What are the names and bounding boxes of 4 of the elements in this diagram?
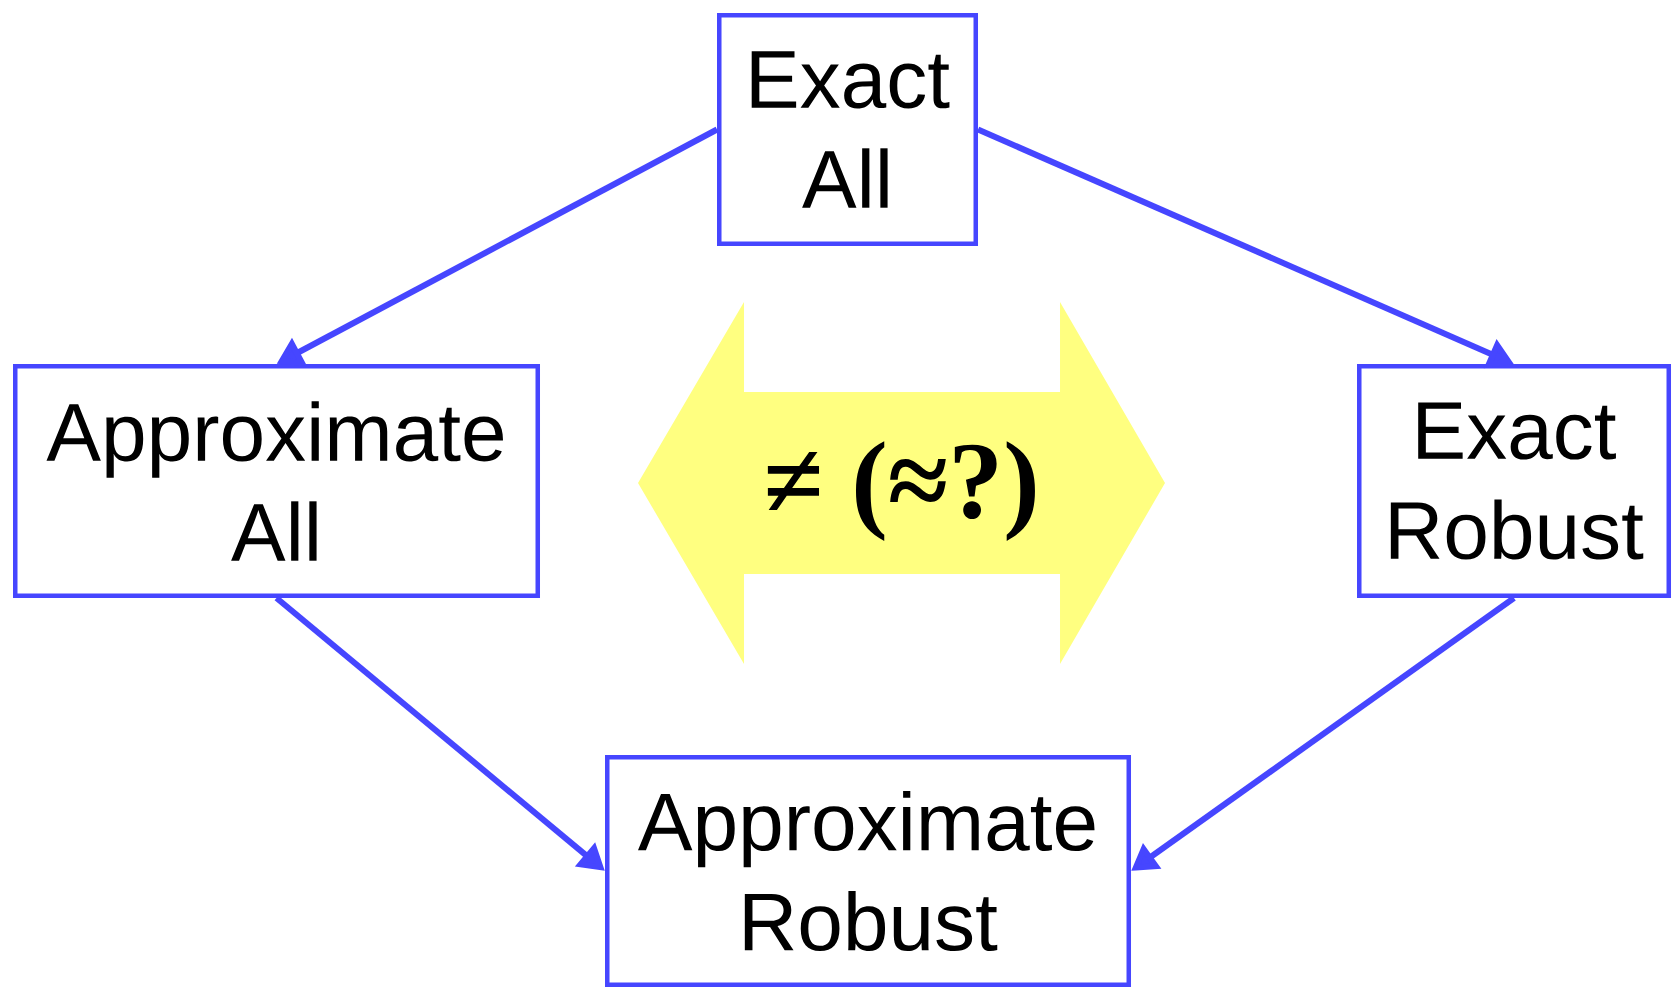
process-box: Approximate All [13, 364, 540, 598]
process-box: Approximate Robust [605, 755, 1131, 987]
process-box: Exact Robust [1357, 364, 1671, 598]
process-box: Exact All [717, 13, 978, 246]
